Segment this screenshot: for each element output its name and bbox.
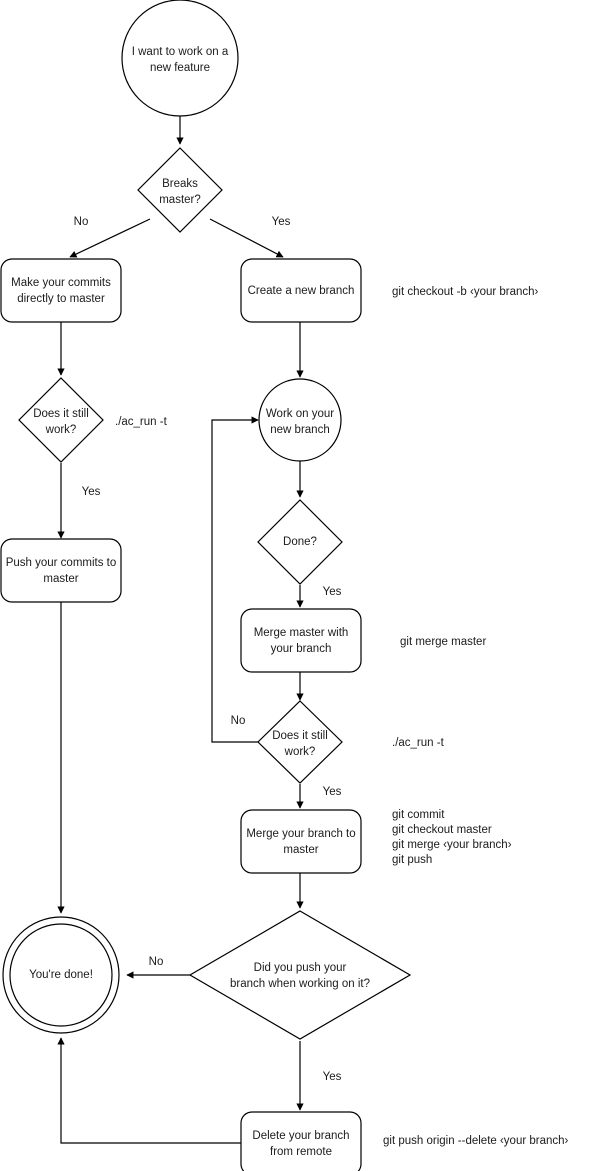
does-it-work-left-label-line1: Does it still (33, 408, 89, 420)
does-it-work-right-label-line1: Does it still (272, 730, 328, 742)
edge-label-lefttest-yes: Yes (82, 486, 101, 498)
node-start[interactable]: I want to work on a new feature (121, 0, 239, 117)
breaks-master-label-line2: master? (159, 194, 201, 206)
does-it-work-right-label-line2: work? (284, 746, 316, 758)
edge-righttest-no-loopback (211, 416, 259, 743)
merge-branch-rect-shape (240, 809, 362, 874)
edge-label-done-yes: Yes (323, 586, 342, 598)
edge-label-righttest-no: No (231, 715, 246, 727)
node-does-it-work-right[interactable]: Does it still work? (257, 700, 343, 784)
annotation-left-test-cmd: ./ac_run -t (115, 416, 168, 428)
edge-label-didpush-yes: Yes (323, 1071, 342, 1083)
work-on-branch-label-line1: Work on your (266, 408, 334, 420)
annotation-delete-branch-cmd: git push origin --delete ‹your branch› (383, 1135, 569, 1147)
make-commits-label-line2: directly to master (17, 293, 105, 305)
did-you-push-label-line1: Did you push your (254, 962, 347, 974)
edge-label-didpush-no: No (149, 956, 164, 968)
push-commits-rect-shape (0, 538, 122, 603)
merge-master-label-line2: your branch (271, 643, 332, 655)
edge-breaks-no (69, 218, 151, 258)
node-merge-branch[interactable]: Merge your branch to master (240, 809, 362, 874)
annotation-merge-branch-cmd-1: git commit (392, 809, 445, 821)
edge-deletebranch-to-done (57, 1037, 243, 1144)
annotation-merge-master-cmd: git merge master (400, 636, 486, 648)
annotation-right-test-cmd: ./ac_run -t (392, 737, 445, 749)
merge-master-rect-shape (240, 608, 362, 673)
work-on-branch-circle-shape (258, 378, 342, 462)
annotation-merge-branch-cmd-2: git checkout master (392, 824, 492, 836)
delete-branch-label-line1: Delete your branch (252, 1130, 349, 1142)
push-commits-label-line2: master (43, 573, 78, 585)
start-label-line2: new feature (150, 62, 210, 74)
breaks-master-diamond-shape (137, 147, 223, 233)
does-it-work-right-diamond-shape (257, 700, 343, 784)
merge-branch-label-line2: master (283, 844, 318, 856)
edge-label-righttest-yes: Yes (323, 786, 342, 798)
youre-done-inner-circle-shape (9, 923, 113, 1027)
node-does-it-work-left[interactable]: Does it still work? (18, 377, 104, 463)
edge-labels: No Yes Yes Yes No Yes No Yes (74, 216, 342, 1083)
done-diamond-shape (257, 499, 343, 585)
does-it-work-left-label-line2: work? (45, 424, 77, 436)
annotations: git checkout -b ‹your branch› ./ac_run -… (115, 286, 569, 1147)
node-make-commits[interactable]: Make your commits directly to master (0, 258, 122, 323)
node-push-commits[interactable]: Push your commits to master (0, 538, 122, 603)
node-did-you-push[interactable]: Did you push your branch when working on… (188, 910, 412, 1040)
done-label-line1: Done? (283, 536, 317, 548)
does-it-work-left-diamond-shape (18, 377, 104, 463)
node-merge-master[interactable]: Merge master with your branch (240, 608, 362, 673)
edge-breaks-yes (209, 218, 284, 258)
delete-branch-label-line2: from remote (270, 1146, 332, 1158)
breaks-master-label-line1: Breaks (162, 178, 198, 190)
node-youre-done[interactable]: You're done! (2, 916, 120, 1034)
did-you-push-diamond-shape (188, 910, 412, 1040)
work-on-branch-label-line2: new branch (270, 424, 329, 436)
merge-branch-label-line1: Merge your branch to (246, 828, 355, 840)
node-delete-branch[interactable]: Delete your branch from remote (240, 1111, 362, 1171)
create-branch-label-line1: Create a new branch (248, 285, 355, 297)
annotation-merge-branch-cmd-4: git push (392, 854, 432, 866)
annotation-create-branch-cmd: git checkout -b ‹your branch› (392, 286, 539, 298)
start-label-line1: I want to work on a (132, 46, 229, 58)
push-commits-label-line1: Push your commits to (6, 557, 117, 569)
make-commits-rect-shape (0, 258, 122, 323)
create-branch-rect-shape (240, 258, 362, 323)
delete-branch-rect-shape (240, 1111, 362, 1171)
edge-label-breaks-yes: Yes (272, 216, 291, 228)
node-breaks-master[interactable]: Breaks master? (137, 147, 223, 233)
node-create-branch[interactable]: Create a new branch (240, 258, 362, 323)
node-work-on-branch[interactable]: Work on your new branch (258, 378, 342, 462)
did-you-push-label-line2: branch when working on it? (230, 978, 370, 990)
edges (57, 116, 304, 1144)
edge-label-breaks-no: No (74, 216, 89, 228)
node-done[interactable]: Done? (257, 499, 343, 585)
annotation-merge-branch-cmd-3: git merge ‹your branch› (392, 839, 512, 851)
start-circle-shape (121, 0, 239, 117)
make-commits-label-line1: Make your commits (11, 277, 111, 289)
merge-master-label-line1: Merge master with (254, 627, 349, 639)
youre-done-label: You're done! (29, 969, 93, 981)
